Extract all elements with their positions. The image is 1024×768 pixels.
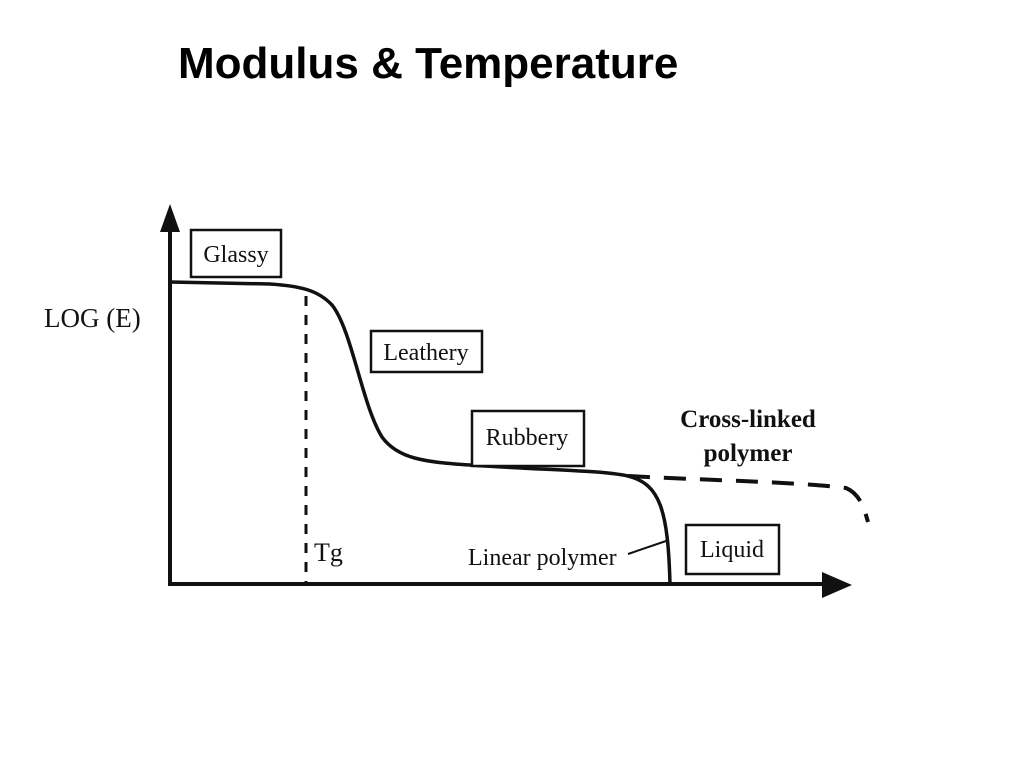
y-axis-label: LOG (E): [44, 303, 141, 333]
cross-linked-label-line2: polymer: [704, 440, 793, 467]
liquid-label-box: Liquid: [684, 523, 781, 576]
glassy-label: Glassy: [203, 242, 268, 268]
y-axis-arrow: [160, 204, 180, 232]
linear-polymer-pointer: [627, 539, 670, 555]
tg-label: Tg: [314, 538, 343, 567]
rubbery-label: Rubbery: [486, 425, 569, 451]
slide-title: Modulus & Temperature: [178, 39, 679, 88]
linear-polymer-curve: [169, 280, 672, 585]
cross-linked-curve: [627, 474, 870, 523]
linear-polymer-label: Linear polymer: [468, 545, 617, 571]
glassy-label-box: Glassy: [189, 228, 283, 279]
liquid-label: Liquid: [700, 537, 764, 563]
leathery-label-box: Leathery: [369, 329, 484, 374]
x-axis-arrow: [822, 572, 852, 598]
leathery-label: Leathery: [383, 340, 468, 366]
rubbery-label-box: Rubbery: [470, 409, 586, 468]
cross-linked-label-line1: Cross-linked: [680, 406, 816, 433]
